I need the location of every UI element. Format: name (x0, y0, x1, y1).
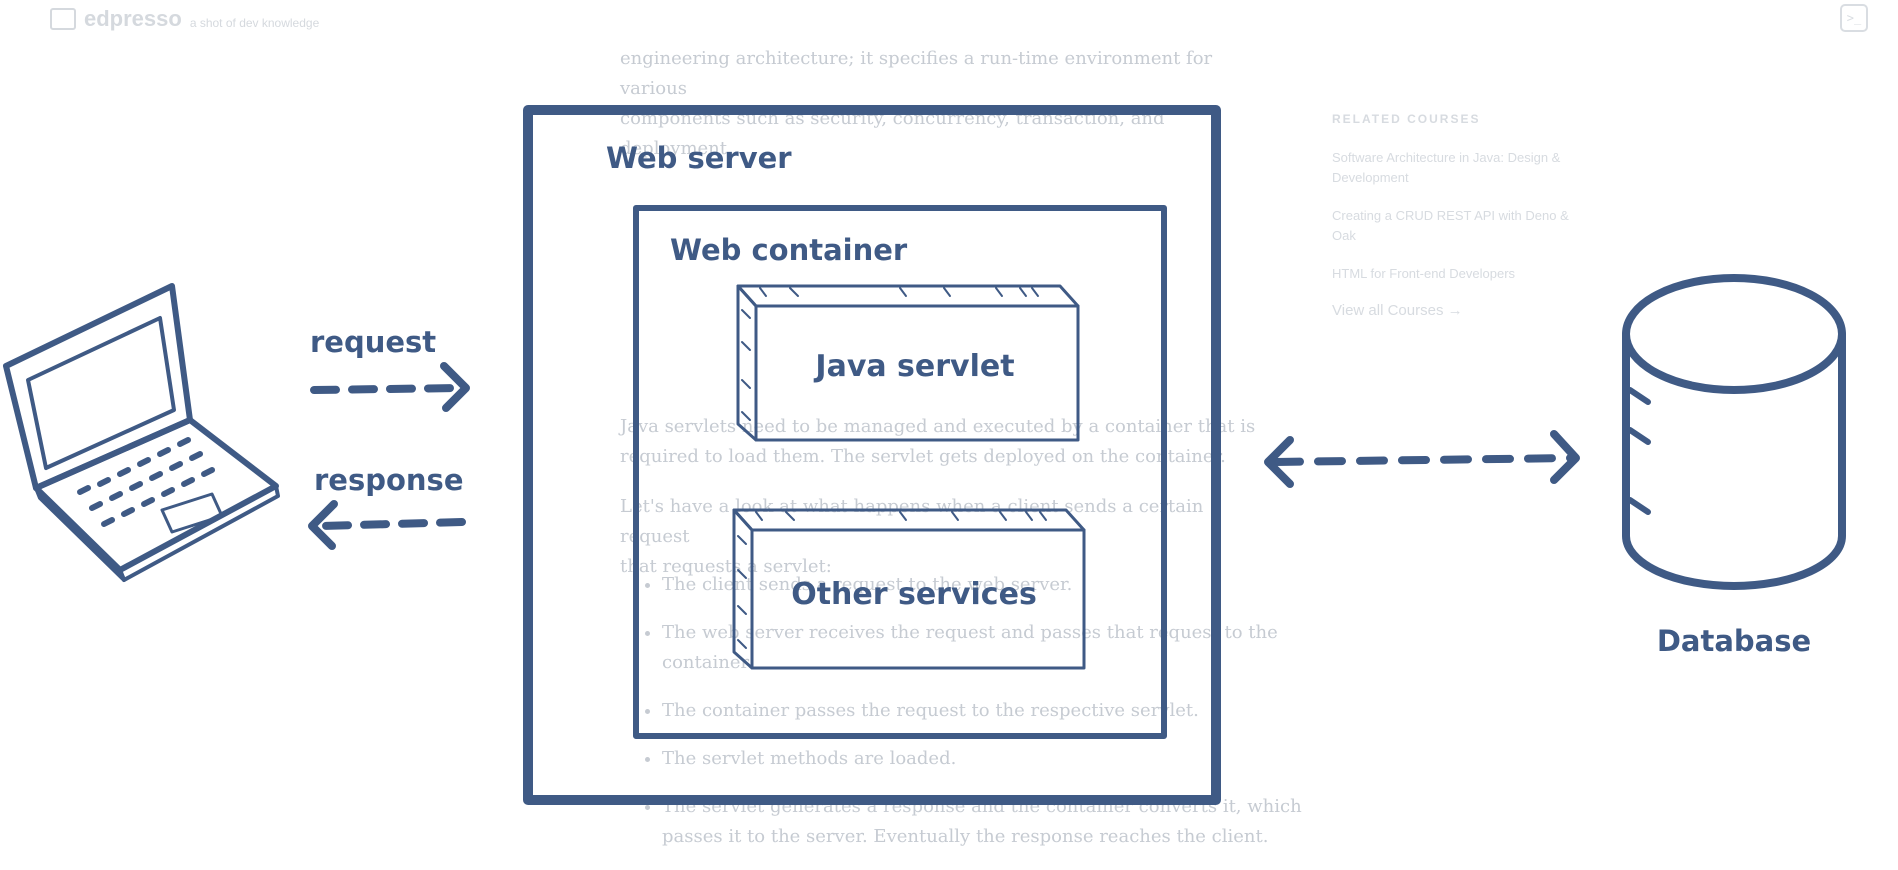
background-article-page: edpresso a shot of dev knowledge >_ engi… (0, 0, 1898, 836)
request-arrow: request (310, 325, 470, 412)
brand-tagline: a shot of dev knowledge (189, 16, 320, 30)
article-paragraph-2: Java servlets need to be managed and exe… (620, 412, 1260, 472)
java-servlet-label: Java servlet (813, 349, 1014, 384)
article-line: Java servlets need to be managed and exe… (620, 416, 1256, 437)
java-servlet-box: Java servlet (736, 284, 1080, 442)
servlet-architecture-diagram: .st{stroke:#3f5a85;fill:none;stroke-line… (3, 105, 1846, 805)
response-label: response (314, 463, 464, 497)
web-container-label: Web container (670, 233, 908, 267)
web-server-box: Web server (523, 105, 1221, 805)
list-item: The container passes the request to the … (662, 696, 1302, 726)
terminal-icon[interactable]: >_ (1840, 4, 1868, 32)
other-services-label: Other services (791, 577, 1037, 612)
article-line: that requests a servlet: (620, 556, 832, 577)
laptop-icon (3, 283, 280, 582)
other-services-box: Other services (732, 508, 1086, 670)
article-line: required to load them. The servlet gets … (620, 446, 1226, 467)
database-icon: Database (1622, 274, 1846, 658)
coffee-cup-icon (50, 8, 76, 30)
article-line: engineering architecture; it specifies a… (620, 48, 1213, 99)
response-arrow: response (308, 463, 466, 550)
database-label: Database (1657, 624, 1811, 658)
view-all-courses-link[interactable]: View all Courses → (1332, 302, 1463, 319)
web-container-box: Web container (633, 205, 1167, 739)
list-item: The web server receives the request and … (662, 618, 1302, 678)
web-server-label: Web server (606, 141, 792, 175)
brand[interactable]: edpresso a shot of dev knowledge (50, 6, 319, 32)
database-connection-arrow (1264, 430, 1580, 488)
list-item: The client sends a request to the web se… (662, 570, 1302, 600)
related-courses-heading: RELATED COURSES (1332, 112, 1481, 126)
related-courses-panel: RELATED COURSES Software Architecture in… (1332, 112, 1572, 319)
related-course-link[interactable]: HTML for Front-end Developers (1332, 266, 1516, 281)
related-course-link[interactable]: Software Architecture in Java: Design & … (1332, 150, 1561, 185)
article-bullet-list: The client sends a request to the web se… (640, 570, 1302, 870)
list-item: The servlet methods are loaded. (662, 744, 1302, 774)
related-course-link[interactable]: Creating a CRUD REST API with Deno & Oak (1332, 208, 1569, 243)
brand-logo: edpresso (84, 6, 182, 31)
request-label: request (310, 325, 436, 359)
